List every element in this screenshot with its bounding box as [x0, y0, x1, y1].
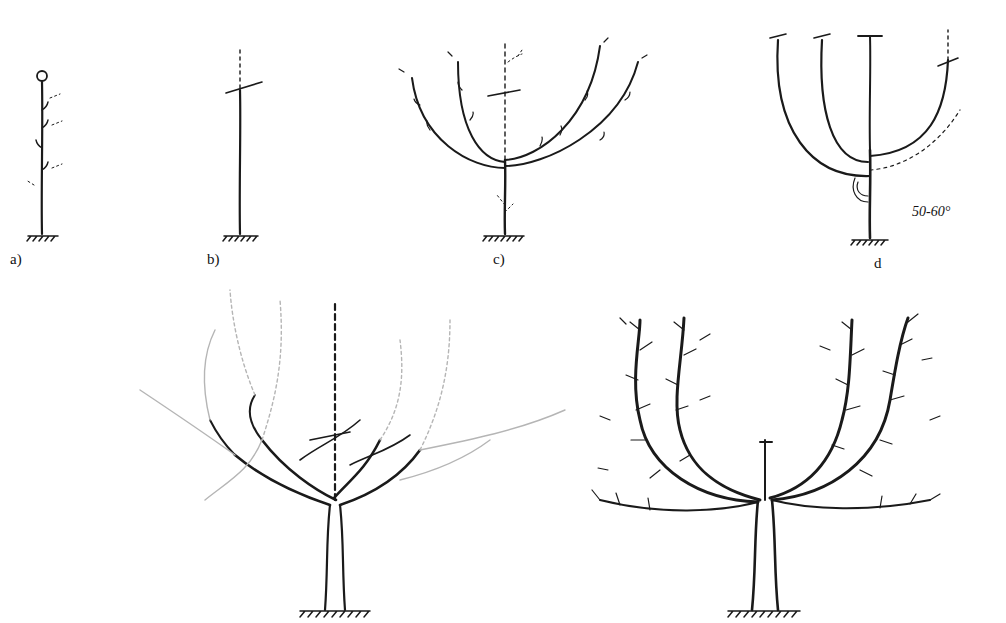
figure-label: a)	[10, 252, 22, 267]
angle-label: 50-60°	[912, 205, 950, 219]
tree-e	[140, 290, 565, 610]
tree-a	[26, 71, 62, 234]
figure-label: d	[874, 256, 882, 271]
tree-b	[226, 46, 262, 234]
tree-f	[592, 314, 940, 610]
ground-hatch	[27, 236, 888, 617]
tree-c	[399, 38, 647, 234]
figure-label: c)	[493, 252, 505, 267]
tree-d	[770, 30, 960, 238]
figure-label: b)	[207, 252, 220, 267]
